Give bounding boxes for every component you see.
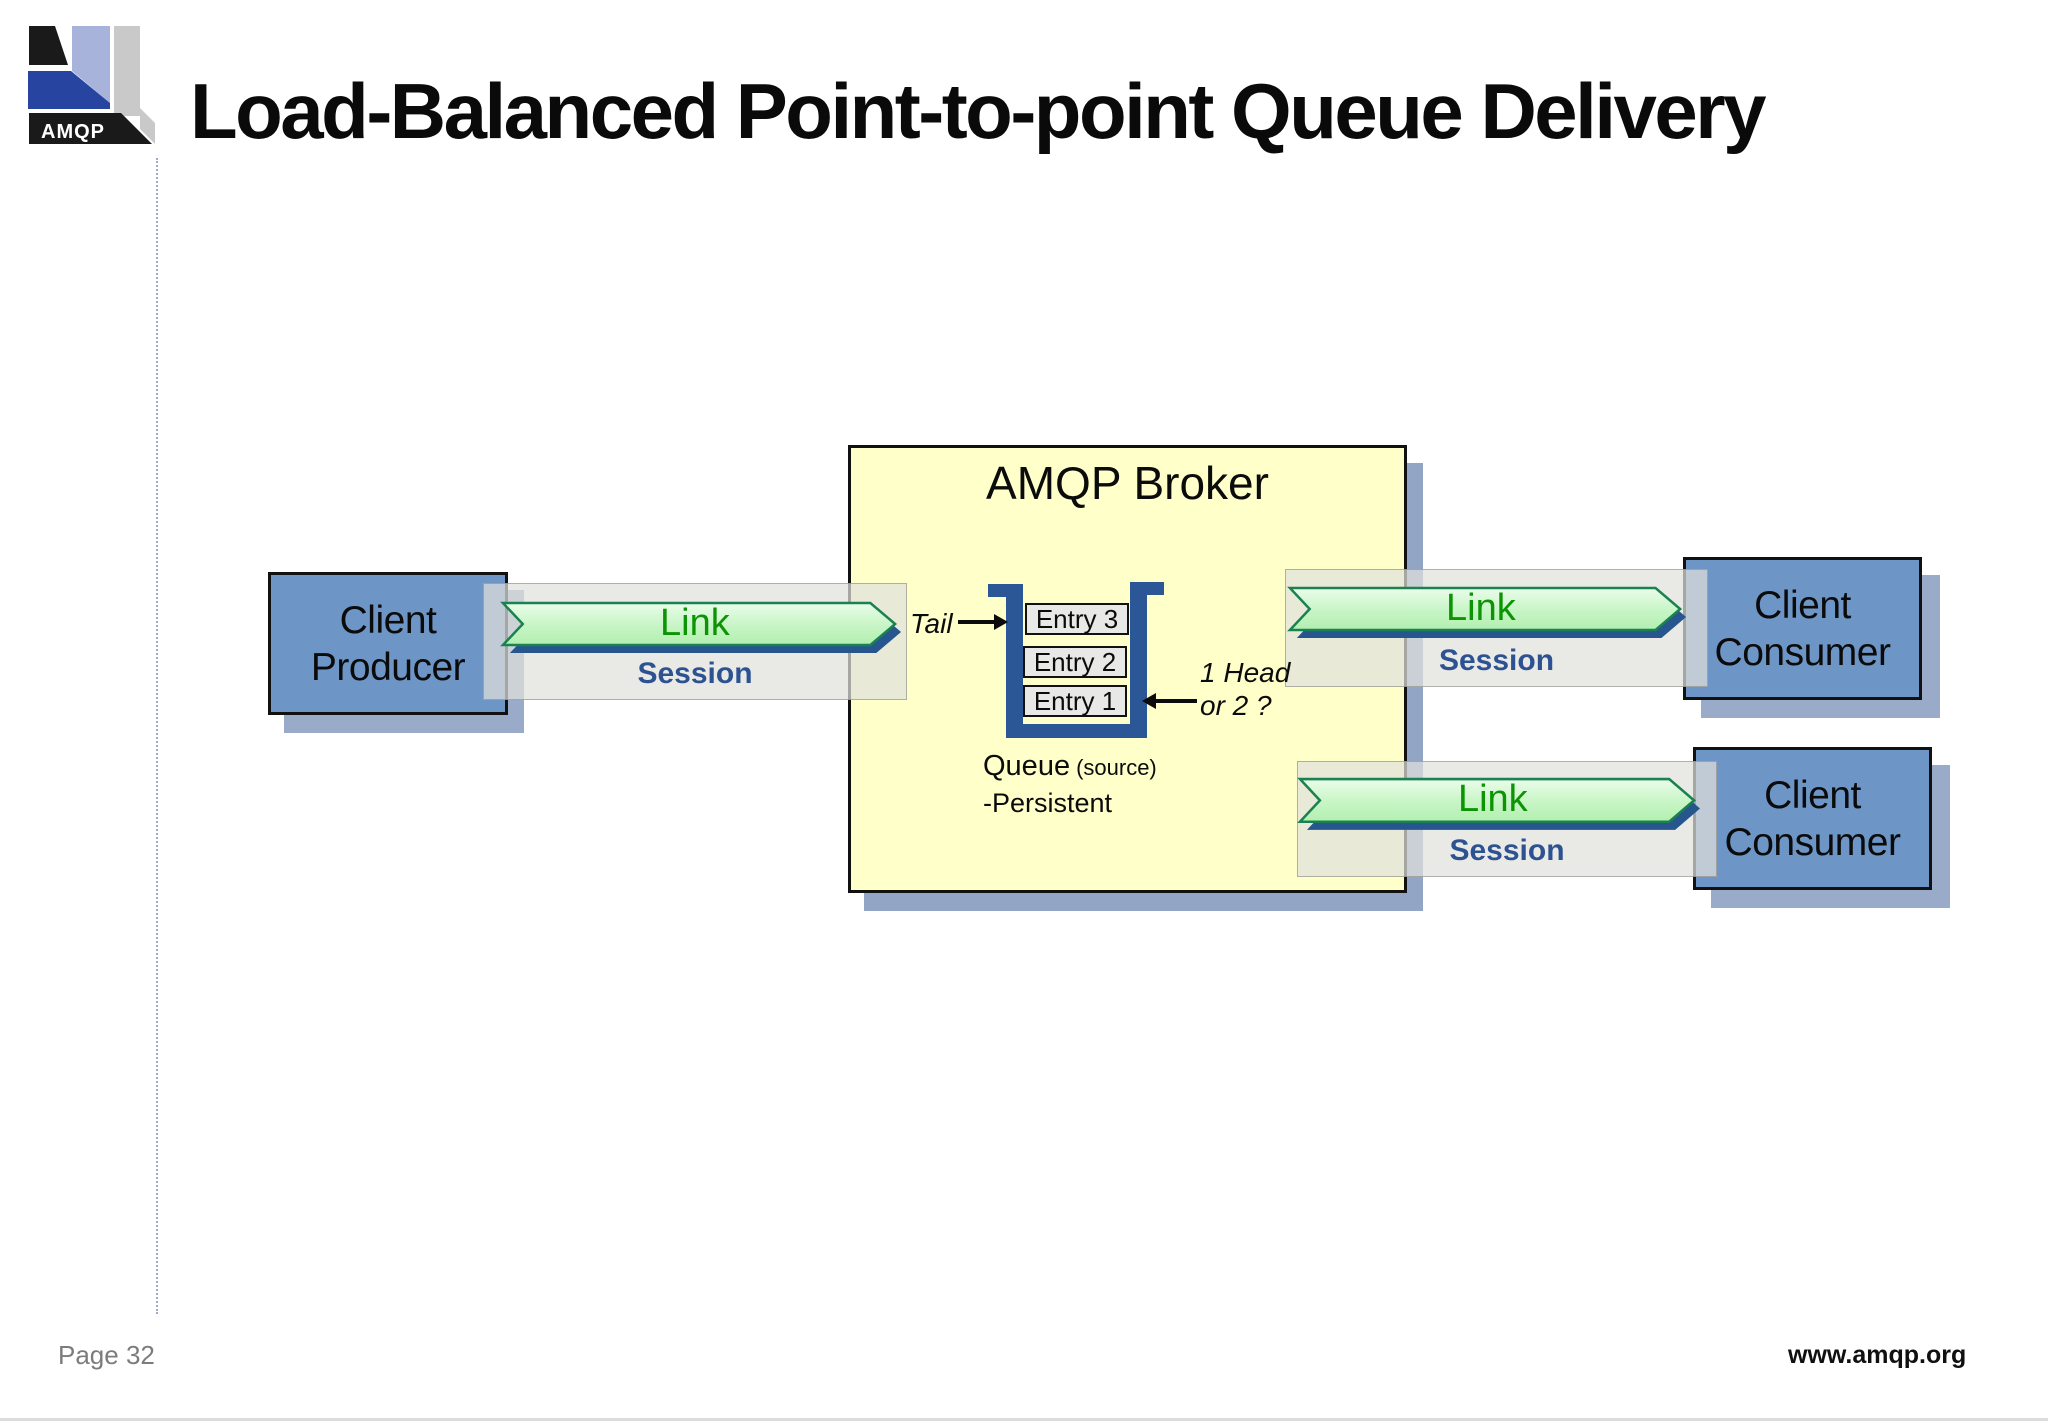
- website-label: www.amqp.org: [1788, 1341, 1967, 1369]
- consumer2-link-arrow: Link: [1297, 776, 1705, 837]
- consumer1-session-label: Session: [1438, 644, 1555, 677]
- tail-arrow-icon: [958, 614, 1008, 630]
- client-consumer1-box: Client Consumer: [1683, 557, 1922, 700]
- queue-entry: Entry 1: [1023, 685, 1127, 717]
- queue-caption: Queue(source) -Persistent: [983, 750, 1157, 819]
- head-label-line2: or 2 ?: [1200, 690, 1272, 721]
- producer-label-line2: Producer: [310, 645, 466, 689]
- consumer2-session-label: Session: [1449, 834, 1565, 867]
- amqp-logo-icon: AMQP: [25, 13, 155, 155]
- producer-session-label: Session: [637, 657, 753, 690]
- consumer1-label-line2: Consumer: [1714, 630, 1891, 674]
- head-label-line1: 1 Head: [1200, 657, 1291, 688]
- consumer2-link-label: Link: [1457, 777, 1528, 820]
- client-consumer2-box: Client Consumer: [1693, 747, 1932, 890]
- queue-entry: Entry 2: [1023, 646, 1127, 678]
- producer-label-line1: Client: [339, 598, 437, 642]
- queue-entry: Entry 3: [1025, 603, 1129, 635]
- link-arrow-icon: [1287, 586, 1687, 638]
- link-arrow-icon: [1297, 777, 1701, 830]
- queue-caption-line1: Queue(source): [983, 750, 1157, 783]
- tail-label: Tail: [910, 608, 953, 639]
- queue-name: Queue: [983, 750, 1071, 782]
- producer-link-arrow: Link: [500, 600, 906, 660]
- queue-attribute: -Persistent: [983, 788, 1113, 818]
- page-title: Load-Balanced Point-to-point Queue Deliv…: [190, 67, 1767, 155]
- consumer1-label-line1: Client: [1754, 583, 1851, 627]
- consumer1-link-arrow: Link: [1287, 585, 1691, 645]
- head-arrow-icon: [1142, 693, 1197, 709]
- consumer1-link-label: Link: [1446, 586, 1516, 629]
- consumer2-label-line1: Client: [1764, 773, 1861, 817]
- link-arrow-icon: [500, 601, 902, 653]
- vertical-dotted-divider: [156, 158, 158, 1314]
- broker-title: AMQP Broker: [986, 457, 1269, 509]
- queue-name-qualifier: (source): [1076, 755, 1157, 780]
- client-producer-box: Client Producer: [268, 572, 508, 715]
- queue-container-icon: [988, 582, 1164, 738]
- consumer2-label-line2: Consumer: [1724, 820, 1901, 864]
- producer-link-label: Link: [660, 601, 730, 644]
- amqp-logo-text: AMQP: [41, 121, 105, 143]
- page-number: Page 32: [58, 1340, 155, 1370]
